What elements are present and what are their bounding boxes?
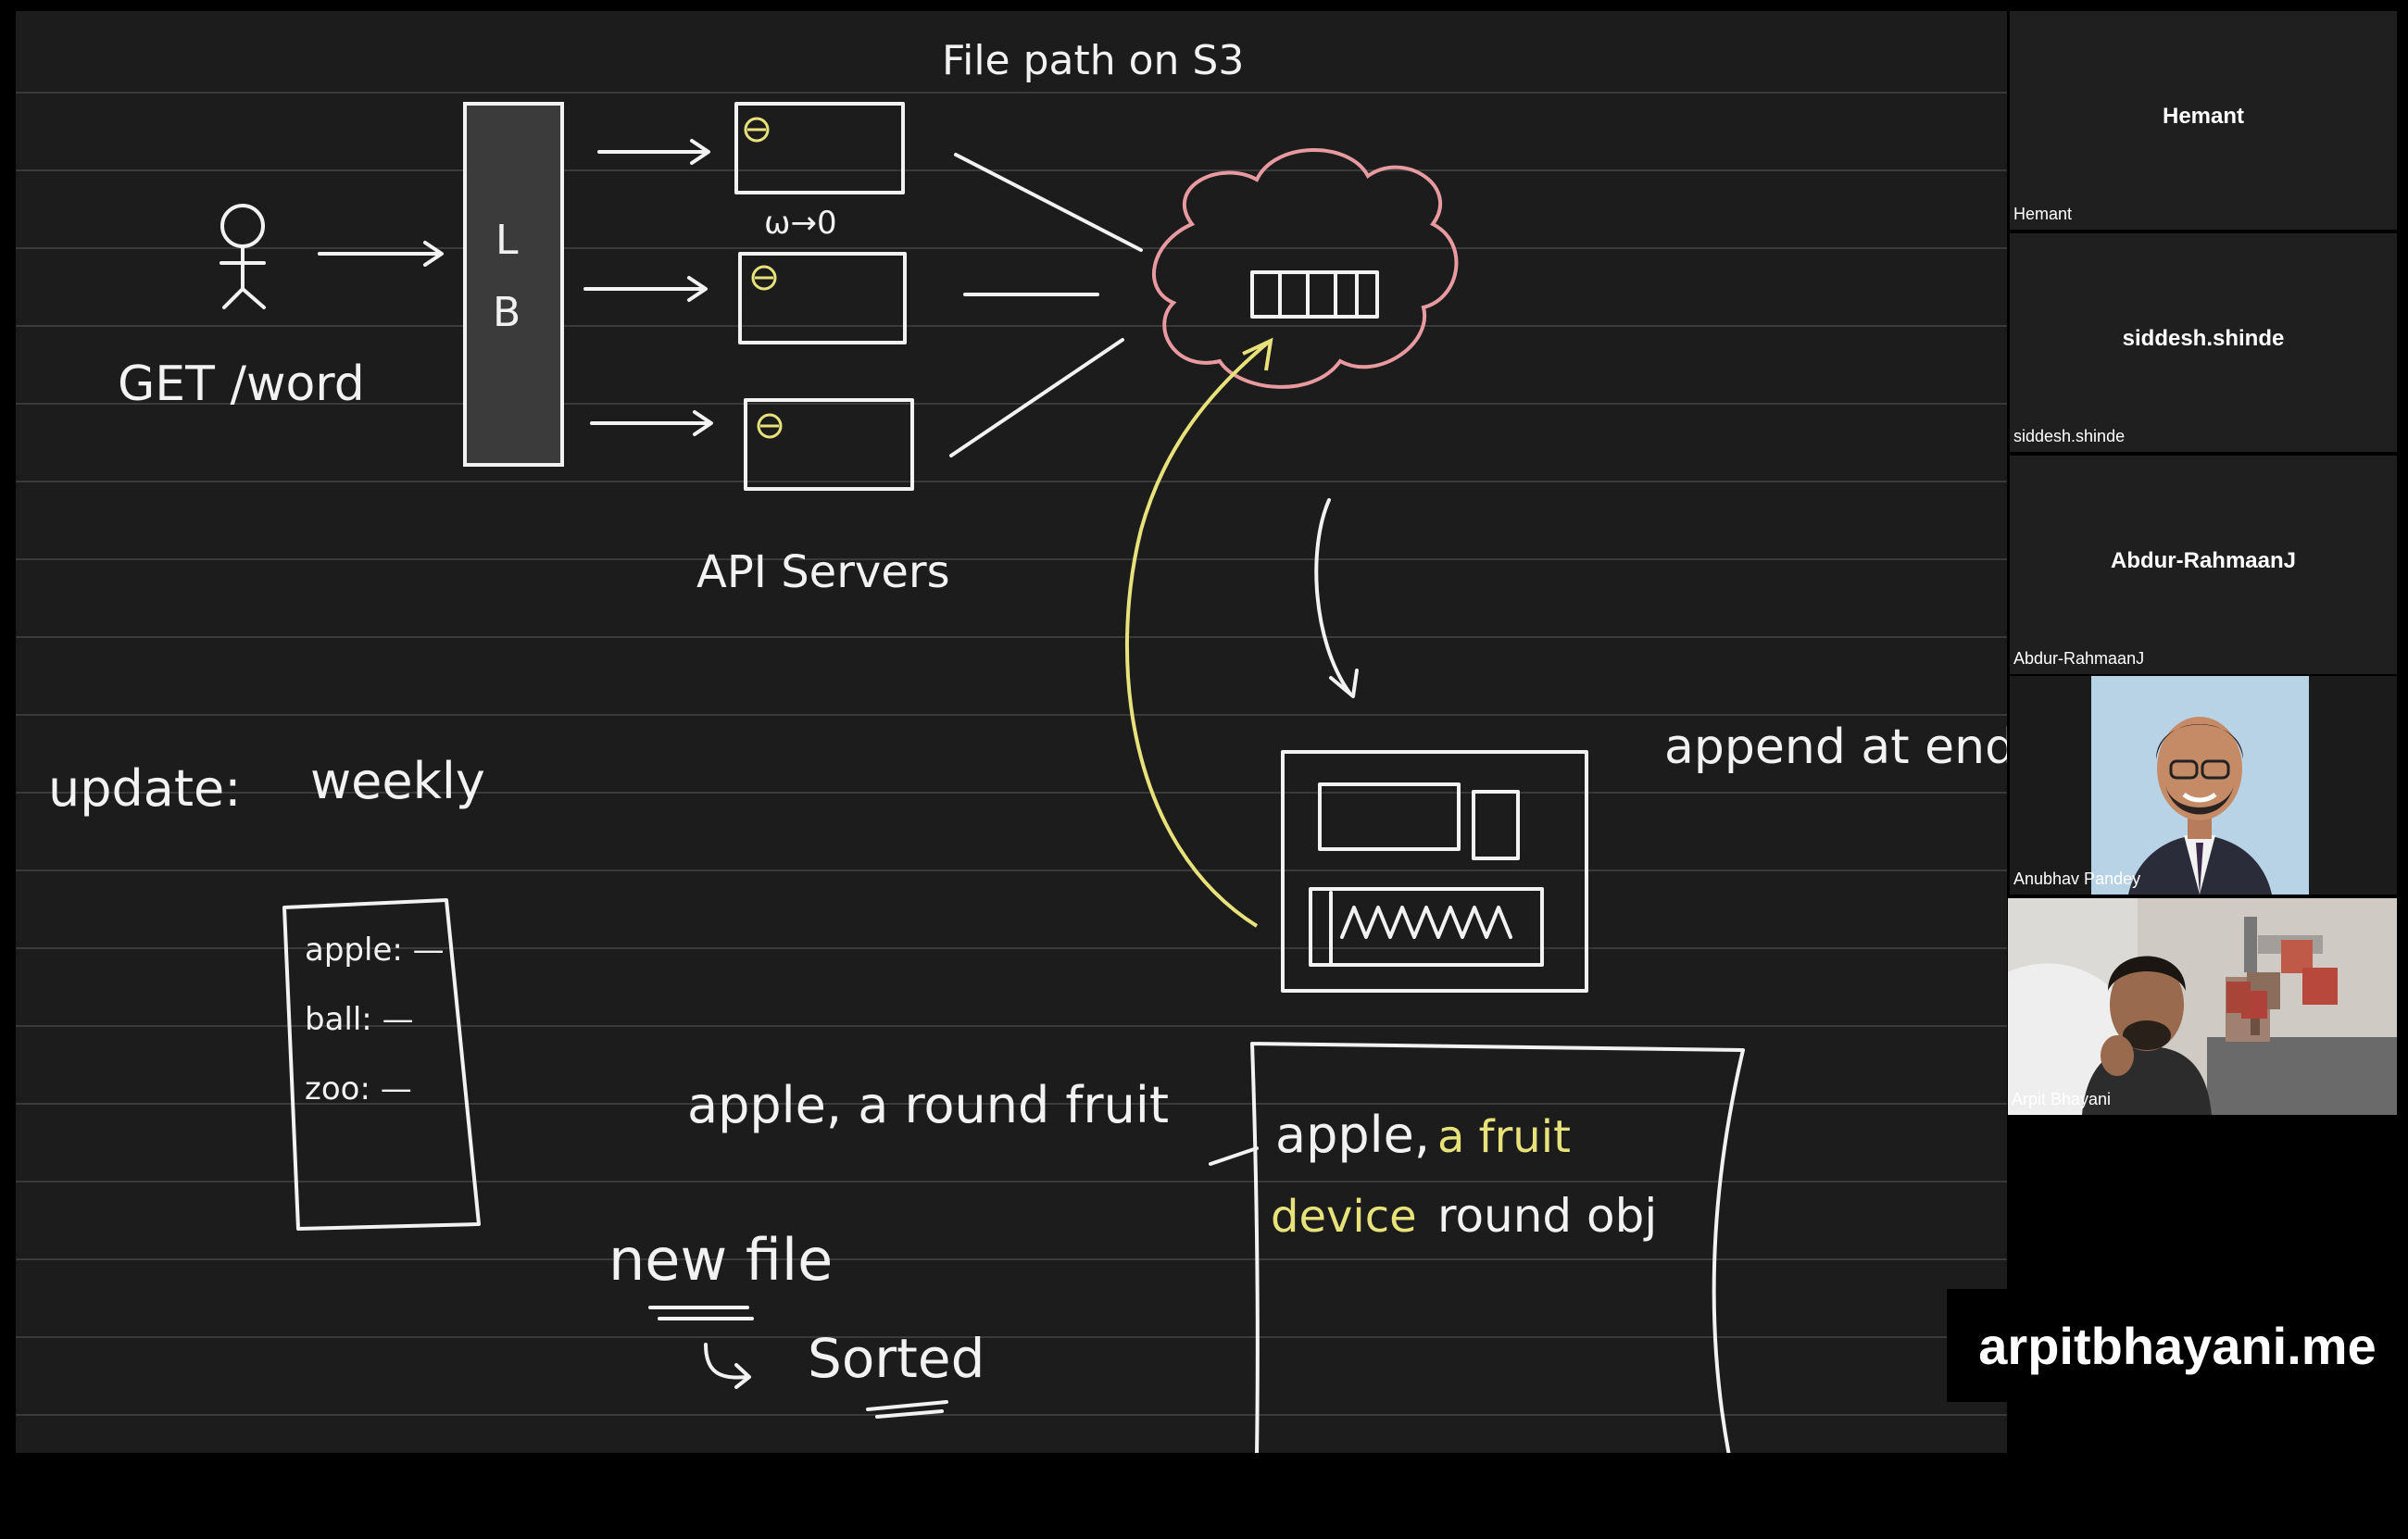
participant-video-arpit [2008, 898, 2397, 1115]
whiteboard-drawing: File path on S3 GET /word L B [16, 37, 2007, 1453]
doc-line1-yellow: a fruit [1437, 1111, 1571, 1163]
sorted-arrow [704, 1343, 749, 1380]
file-strip-icon [1250, 270, 1379, 319]
participant-name: siddesh.shinde [2122, 326, 2285, 351]
update-label-text: update: [48, 759, 241, 818]
user-figure-icon [219, 204, 266, 309]
participant-video-anubhav [2091, 676, 2309, 895]
sorted-underline [866, 1400, 948, 1419]
lb-letter-b: B [493, 289, 520, 336]
participant-label: siddesh.shinde [2013, 427, 2126, 445]
participant-name: Abdur-RahmaanJ [2110, 548, 2297, 573]
cache-note-text: ω→0 [764, 205, 837, 242]
doc-line2-white: round obj [1437, 1189, 1657, 1243]
s3-cloud-icon [1151, 148, 1459, 389]
lb-letter-l: L [495, 217, 519, 264]
participant-label: Abdur-RahmaanJ [2013, 649, 2145, 668]
update-value-text: weekly [310, 752, 485, 810]
get-word-text: GET /word [118, 357, 365, 412]
empty-panel [2036, 1117, 2388, 1289]
sorted-text: Sorted [808, 1327, 985, 1390]
load-balancer-box [463, 102, 564, 467]
participant-label: Hemant [2013, 205, 2073, 223]
api-server-boxes [734, 102, 914, 491]
dict-word-1: apple: — [305, 932, 445, 969]
whiteboard-canvas[interactable]: File path on S3 GET /word L B [16, 11, 2007, 1453]
fetch-arrow-curve [1124, 341, 1270, 928]
dictionary-list-box [282, 898, 481, 1231]
arrow-to-lb [318, 241, 444, 267]
brand-watermark: arpitbhayani.me [1947, 1289, 2408, 1402]
new-file-text: new file [608, 1226, 833, 1294]
new-file-underline [648, 1306, 754, 1320]
server-machine-icon [1281, 750, 1588, 993]
participant-tile-anubhav[interactable]: Anubhav Pandey [2010, 676, 2397, 895]
file-pointer-arrow [1209, 1146, 1259, 1166]
server-to-storage-lines [949, 153, 1143, 457]
dict-word-3: zoo: — [305, 1070, 412, 1107]
participant-label: Anubhav Pandey [2013, 870, 2141, 888]
doc-line2-yellow: device [1271, 1191, 1417, 1243]
apple-definition-text: apple, a round fruit [687, 1076, 1169, 1134]
bottom-bar [0, 1454, 2408, 1539]
participant-label: Arpit Bhayani [2012, 1090, 2112, 1108]
server-cache-icons [744, 117, 783, 439]
api-servers-text: API Servers [696, 546, 950, 598]
file-document-outline [1250, 1042, 1745, 1453]
download-arrow [1314, 498, 1351, 694]
append-note-text: append at end [1664, 719, 2007, 775]
participant-tile-hemant[interactable]: Hemant Hemant [2010, 11, 2397, 230]
participant-tile-abdur[interactable]: Abdur-RahmaanJ Abdur-RahmaanJ [2010, 456, 2397, 674]
title-text: File path on S3 [942, 37, 1244, 84]
participant-tile-siddesh[interactable]: siddesh.shinde siddesh.shinde [2010, 233, 2397, 452]
participant-tile-arpit[interactable]: Arpit Bhayani [2008, 898, 2397, 1115]
dict-word-2: ball: — [305, 1001, 414, 1038]
participant-name: Hemant [2162, 104, 2245, 129]
arrows-to-servers [583, 139, 713, 436]
ruled-lines [16, 92, 2007, 1416]
doc-line1-white: apple, [1275, 1106, 1430, 1164]
